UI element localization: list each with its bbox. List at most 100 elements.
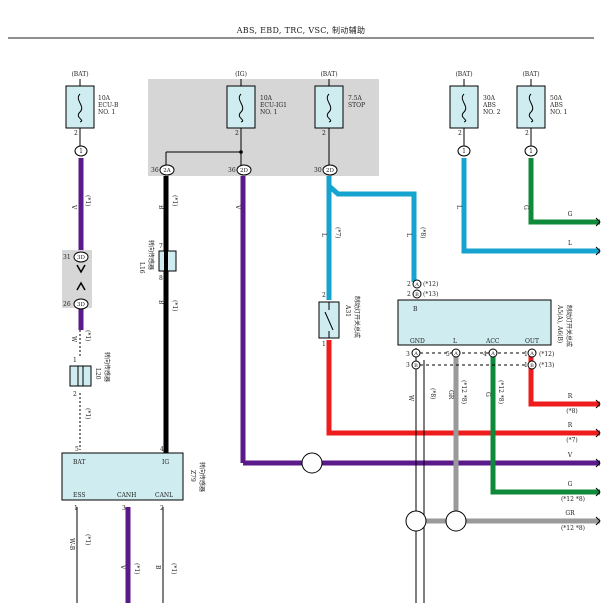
stop-switch-pin-bottom: 1 <box>322 341 326 348</box>
ecu-canh-label: CANH <box>117 492 136 499</box>
fuse-abs-1-source: (BAT) <box>522 71 539 78</box>
right-edge-arrows <box>595 217 601 526</box>
label-wb: W-B <box>68 538 75 551</box>
fuse-stop-source: (BAT) <box>320 71 337 78</box>
relay-top-pin-a: 2 <box>407 281 411 288</box>
label-g1: G <box>522 205 529 210</box>
wire-green-acc <box>490 356 600 495</box>
sensor-name: 转向传感器 <box>147 240 155 270</box>
right-wire-g2: G <box>568 481 573 488</box>
junction-36-2a-code: 2A <box>163 168 171 174</box>
label-l3: L <box>455 205 462 209</box>
label-w3: W <box>407 395 414 402</box>
ecu-name: 转向传感器 <box>198 462 206 492</box>
fuse-stop-name: STOP <box>348 102 365 109</box>
right-wire-r2-note: (*7) <box>566 437 578 444</box>
splice-gray <box>445 510 467 532</box>
wire-green-abs1 <box>528 158 600 225</box>
steering-sensor-connector: 7 8 L16 转向传感器 <box>138 240 177 282</box>
junction-26-3d-pin: 26 <box>63 301 71 308</box>
fuse-abs-1-no: NO. 1 <box>550 109 567 116</box>
stop-switch-pin-top: 2 <box>322 292 326 299</box>
junction-26-3d: 26 3D <box>63 298 89 310</box>
relay-left-pin-a: 3 <box>406 351 410 358</box>
dlc-code: L20 <box>94 368 101 380</box>
ecu-ess-pin: 1 <box>74 505 78 512</box>
fuse-ecu-ig1-pin: 2 <box>235 130 239 137</box>
label-gr-note: (*12 *8) <box>460 380 467 404</box>
relay-gnd-label: GND <box>410 338 425 345</box>
relay-left-pin-b: 3 <box>406 362 410 369</box>
label-b2-note: (*1) <box>171 300 178 312</box>
label-g2: G <box>484 392 491 397</box>
junction-31-3d-code: 3D <box>77 255 85 261</box>
label-v3: V <box>119 564 126 570</box>
fuse-stop-body <box>314 85 344 129</box>
wire-red-stop-switch-out <box>326 340 600 436</box>
label-b1: B <box>157 205 164 210</box>
dlc-pin-top: 1 <box>73 357 77 364</box>
label-gr: GR <box>447 390 454 400</box>
ecu-canh-pin: 3 <box>122 505 126 512</box>
fuse-abs-1: (BAT) 50A ABS NO. 1 2 1 <box>516 71 567 157</box>
right-wire-r1-note: (*8) <box>566 408 578 415</box>
label-b3: B <box>154 565 161 570</box>
dlc-pin-bottom: 2 <box>73 391 77 398</box>
fuse-ecu-ig1: (IG) 10A ECU-IG1 NO. 1 2 <box>226 71 287 137</box>
label-w2-note: (*1) <box>84 408 91 420</box>
fuse-abs-1-pin: 2 <box>525 130 529 137</box>
relay-l-conn: A <box>453 351 458 357</box>
fuse-ecu-b-conn <box>74 145 88 157</box>
label-l2: L <box>405 233 412 237</box>
fuse-ecu-ig1-name: ECU-IG1 <box>260 102 287 109</box>
relay-out-note-a: (*12) <box>539 351 554 358</box>
fuse-ecu-b-conn-label: 1 <box>79 148 83 155</box>
relay-top-note-a: (*12) <box>423 281 438 288</box>
fuse-abs-1-name: ABS <box>549 102 563 109</box>
relay-acc-pin: 4 <box>483 351 487 358</box>
relay-acc-conn: A <box>490 351 495 357</box>
shaded-junction-block <box>148 79 379 176</box>
label-l1: L <box>320 233 327 237</box>
right-wire-v: V <box>567 452 573 459</box>
fuse-abs-1-conn-label: 1 <box>529 148 533 155</box>
splice-violet <box>301 452 323 474</box>
fuse-abs-2-pin: 2 <box>458 130 462 137</box>
right-wire-g: G <box>568 211 573 218</box>
ecu-canl-label: CANL <box>155 492 173 499</box>
relay-l-pin: 5 <box>446 351 450 358</box>
fuse-ecu-ig1-no: NO. 1 <box>260 109 277 116</box>
label-v1-note: (*1) <box>84 195 91 207</box>
wire-labels: V (*1) B (*1) V L (*7) L (*8) L G W (*1)… <box>68 195 529 575</box>
fuse-abs-1-rating: 50A <box>550 95 563 102</box>
relay-out-label: OUT <box>525 338 539 345</box>
fuse-stop-rating: 7.5A <box>348 95 363 102</box>
label-b3-note: (*1) <box>170 563 177 575</box>
splice-black-a <box>405 510 427 532</box>
right-wire-r1: R <box>568 393 573 400</box>
wire-blue-relay <box>327 184 417 282</box>
label-w1: W <box>70 336 77 343</box>
relay-b-label: B <box>413 306 418 313</box>
label-v1: V <box>70 204 77 210</box>
junction-30-2d-pin: 30 <box>314 167 322 174</box>
stop-lamp-switch: 2 1 A31 制动灯开关总成 <box>318 292 361 348</box>
right-wire-r2: R <box>568 422 573 429</box>
fuse-ecu-ig1-source: (IG) <box>235 71 247 78</box>
right-wire-l: L <box>568 240 572 247</box>
right-wire-gr: GR <box>565 510 575 517</box>
ecu-ess-label: ESS <box>73 492 86 499</box>
fuse-ecu-b-pin: 2 <box>74 130 78 137</box>
right-wire-g2-note: (*12 *8) <box>561 496 585 503</box>
fuse-abs-2-name: ABS <box>482 102 496 109</box>
relay-out-pin-b: 1 <box>524 362 528 369</box>
ecu-code: Z79 <box>189 470 196 482</box>
junction-31-3d-pin: 31 <box>63 254 71 261</box>
fuse-abs-2-body <box>449 85 479 129</box>
ecu-ig-pin: 4 <box>160 446 164 453</box>
junction-30-2d-code: 2D <box>326 168 334 174</box>
fuse-abs-2-conn <box>457 145 471 157</box>
relay-out-conn-b: B <box>530 363 534 369</box>
junction-26-3d-code: 3D <box>77 302 85 308</box>
